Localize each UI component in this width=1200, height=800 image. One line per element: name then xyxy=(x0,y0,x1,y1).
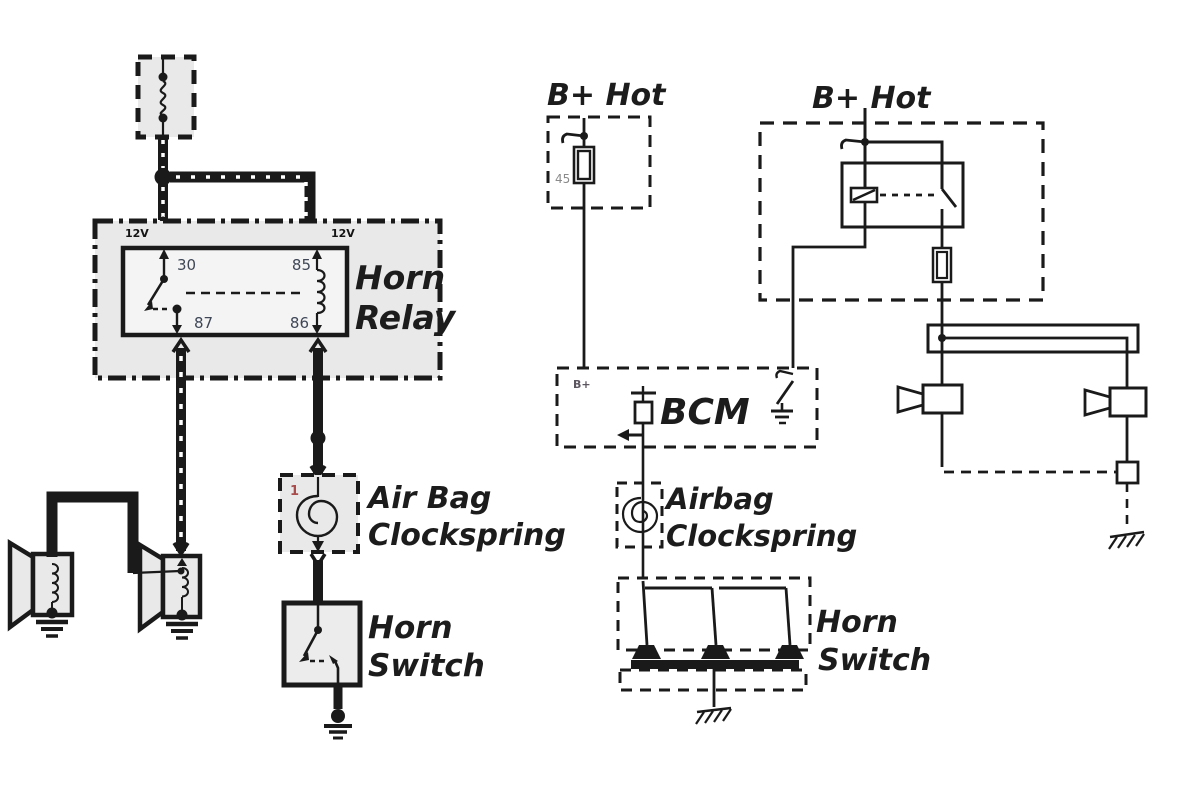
arrow-up-icon xyxy=(177,558,187,566)
splice-dot xyxy=(310,430,326,446)
terminal-30-label: 30 xyxy=(177,256,196,274)
switch-arm xyxy=(775,380,795,405)
relay-switch-arm xyxy=(940,188,958,208)
horn-relay-label-1: Horn xyxy=(355,258,445,297)
relay-coil-control-wire xyxy=(791,202,867,381)
arrow-down-icon xyxy=(312,541,324,552)
fuse-icon xyxy=(931,246,953,284)
common-contact-bar xyxy=(631,660,799,669)
contact-1 xyxy=(641,580,649,646)
contact-2 xyxy=(710,587,718,646)
contact-pad xyxy=(632,645,661,659)
connector-clip-icon xyxy=(775,369,794,379)
horn-right-diagram-right xyxy=(1083,386,1148,462)
bcm-label: BCM xyxy=(660,392,750,433)
terminal-86-label: 86 xyxy=(290,314,309,332)
contact-3 xyxy=(784,587,792,646)
bcm-b-plus-label: B+ xyxy=(573,378,591,391)
relay-switch-arm xyxy=(146,278,166,306)
chassis-ground-icon xyxy=(1108,530,1145,550)
left-fuse-box xyxy=(135,54,197,140)
airbag-clockspring-right: Airbag Clockspring xyxy=(615,481,857,581)
horn-switch-right-label-1: Horn xyxy=(816,605,898,640)
horn-bridge-wire xyxy=(46,491,185,575)
horn-switch-ground xyxy=(324,685,352,740)
horn-coil-icon xyxy=(51,563,59,603)
horn-switch-label-1: Horn xyxy=(368,610,453,646)
horn-switch-left: Horn Switch xyxy=(281,600,485,688)
horn-relay-label-2: Relay xyxy=(355,298,457,337)
horn-right-diagram-left xyxy=(896,383,964,457)
terminal-85-label: 85 xyxy=(292,256,311,274)
contact-pad xyxy=(701,645,730,659)
horn-harness xyxy=(926,323,1140,388)
switch-arm xyxy=(302,629,320,657)
supply-12v-right-label: 12V xyxy=(331,227,355,240)
arrow-up-icon xyxy=(312,249,322,259)
b-plus-hot-right: B+ Hot xyxy=(758,81,1045,388)
horn-flare-icon xyxy=(137,540,166,634)
airbag-label-1: Airbag xyxy=(664,482,774,516)
b-plus-hot-left-label: B+ Hot xyxy=(547,78,667,113)
splice-dot xyxy=(154,168,172,186)
airbag-clockspring-left: 1 Air Bag Clockspring xyxy=(278,473,566,554)
connector-clip-icon xyxy=(840,138,866,150)
relay-body xyxy=(840,161,965,229)
airbag-clockspring-label-2: Clockspring xyxy=(368,518,566,553)
arrow-left-icon xyxy=(617,429,629,441)
arrow-down-icon xyxy=(312,325,322,334)
relay-coil-icon xyxy=(316,268,326,315)
horn-switch-right: Horn Switch xyxy=(616,576,931,725)
horn-coil-icon xyxy=(181,567,189,598)
fuse-45-label: 45 xyxy=(555,172,570,186)
horn-relay: 12V 12V 30 87 85 86 Horn Relay xyxy=(92,218,457,381)
clockspring-spiral-icon xyxy=(295,494,339,538)
horn-switch-label-2: Switch xyxy=(368,648,485,684)
clockspring-pin-label: 1 xyxy=(290,484,299,499)
horn-ground-path xyxy=(940,457,1145,550)
bcm-module: B+ BCM xyxy=(555,366,819,483)
connector-icon xyxy=(1115,460,1140,485)
terminal-87-label: 87 xyxy=(194,314,213,332)
horn-flare-icon xyxy=(896,385,925,414)
connector-clip-icon xyxy=(561,132,585,144)
clockspring-spiral-icon xyxy=(621,496,659,534)
horn-right xyxy=(137,540,203,640)
airbag-label-2: Clockspring xyxy=(666,519,857,553)
arrow-up-icon xyxy=(159,249,169,259)
b-plus-hot-right-label: B+ Hot xyxy=(812,81,932,116)
supply-12v-left-label: 12V xyxy=(125,227,149,240)
horn-left xyxy=(7,538,75,638)
horn-flare-icon xyxy=(1083,388,1112,417)
arrow-down-icon xyxy=(172,325,182,334)
clockspring-to-switch-wire xyxy=(309,553,327,602)
resistor-icon xyxy=(633,400,654,425)
horn-switch-right-label-2: Switch xyxy=(818,643,931,678)
battery-feed-wires xyxy=(153,137,320,232)
horn-feed-wire xyxy=(172,348,190,558)
relay-body xyxy=(120,245,350,338)
horn-flare-icon xyxy=(7,538,36,632)
fusible-link-icon xyxy=(159,80,167,117)
chassis-ground-icon xyxy=(695,706,732,725)
b-plus-hot-left: B+ Hot 45 xyxy=(546,78,667,375)
contact-pad xyxy=(775,645,804,659)
airbag-clockspring-label-1: Air Bag xyxy=(366,481,491,516)
